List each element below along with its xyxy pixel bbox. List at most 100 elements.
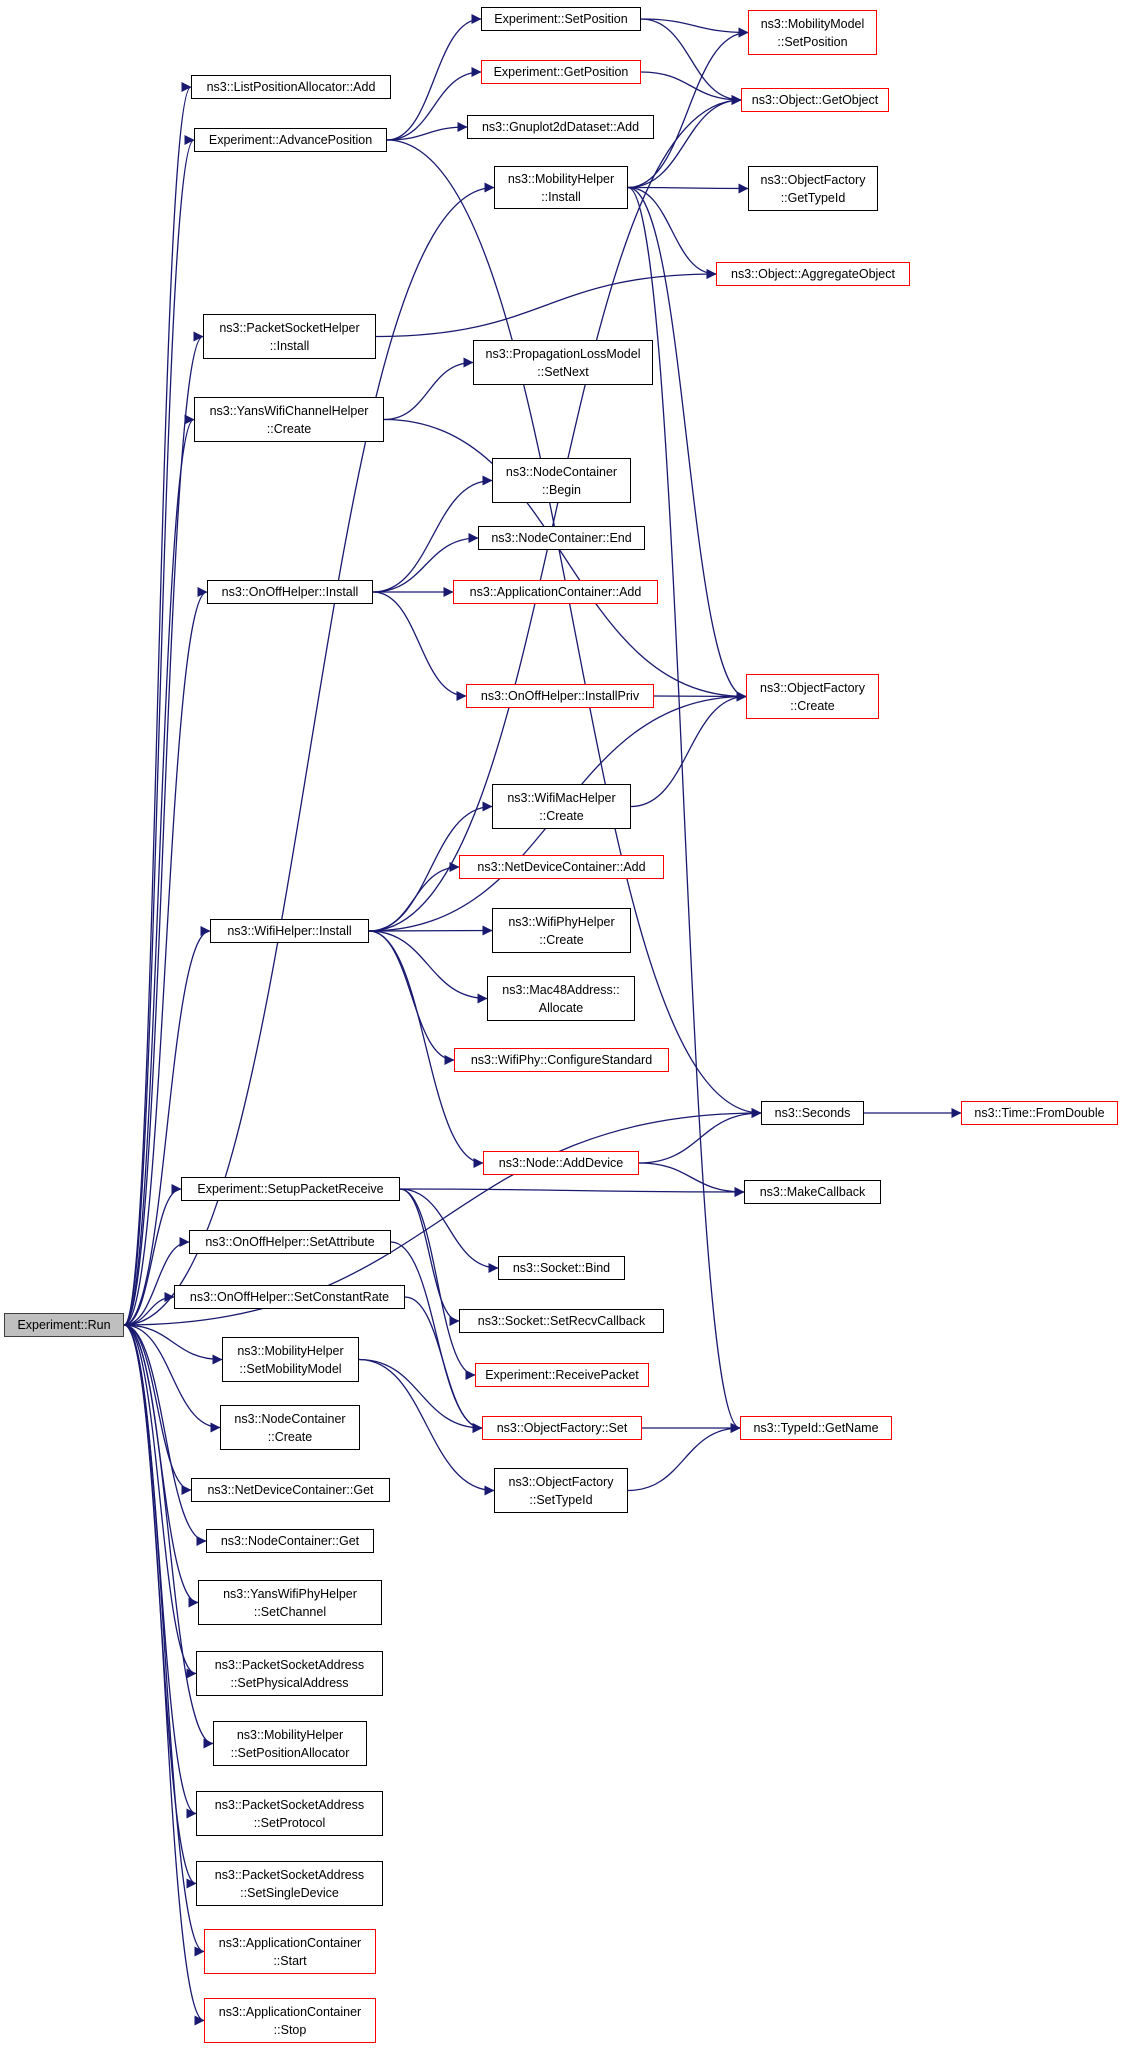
edge-wh-install-to-ndc-add [368, 862, 460, 932]
edge-ooh-setattr-to-of-set [390, 1241, 483, 1433]
node-run[interactable]: Experiment::Run [4, 1313, 124, 1337]
node-ac-stop[interactable]: ns3::ApplicationContainer ::Stop [204, 1998, 376, 2043]
node-ywph-setchannel[interactable]: ns3::YansWifiPhyHelper ::SetChannel [198, 1580, 382, 1625]
node-set-pos[interactable]: Experiment::SetPosition [481, 7, 641, 31]
node-ooh-setconst[interactable]: ns3::OnOffHelper::SetConstantRate [174, 1285, 405, 1309]
node-wph-create[interactable]: ns3::WifiPhyHelper ::Create [492, 908, 631, 953]
edge-wh-install-to-node-adddevice [368, 930, 484, 1168]
node-label: ns3::MobilityHelper ::SetPositionAllocat… [230, 1727, 350, 1760]
node-mm-setpos[interactable]: ns3::MobilityModel ::SetPosition [748, 10, 877, 55]
node-mh-setposalloc[interactable]: ns3::MobilityHelper ::SetPositionAllocat… [213, 1721, 367, 1766]
edge-of-settypeid-to-typeid-getname [627, 1423, 741, 1492]
node-label: ns3::MakeCallback [759, 1185, 866, 1199]
node-adv-pos[interactable]: Experiment::AdvancePosition [194, 128, 387, 152]
node-label: ns3::Socket::Bind [512, 1261, 611, 1275]
node-label: ns3::ApplicationContainer ::Stop [218, 2004, 362, 2037]
edge-ooh-setconst-to-of-set [404, 1296, 483, 1433]
node-of-settypeid[interactable]: ns3::ObjectFactory ::SetTypeId [494, 1468, 628, 1513]
node-makecallback[interactable]: ns3::MakeCallback [744, 1180, 881, 1204]
node-setup-recv[interactable]: Experiment::SetupPacketReceive [181, 1177, 400, 1201]
edge-run-to-adv-pos [123, 135, 195, 1326]
node-label: ns3::Time::FromDouble [974, 1106, 1105, 1120]
node-plm-setnext[interactable]: ns3::PropagationLossModel ::SetNext [473, 340, 653, 385]
node-label: Experiment::AdvancePosition [208, 133, 373, 147]
edge-setup-recv-to-socket-bind [399, 1188, 499, 1273]
node-recv-packet[interactable]: Experiment::ReceivePacket [475, 1363, 649, 1387]
node-ywch-create[interactable]: ns3::YansWifiChannelHelper ::Create [194, 397, 384, 442]
edge-run-to-psa-setphys [123, 1324, 197, 1679]
node-mh-install[interactable]: ns3::MobilityHelper ::Install [494, 166, 628, 209]
node-ooh-install[interactable]: ns3::OnOffHelper::Install [207, 580, 373, 604]
node-nc-begin[interactable]: ns3::NodeContainer ::Begin [492, 458, 631, 503]
node-time-fromdouble[interactable]: ns3::Time::FromDouble [961, 1101, 1118, 1125]
node-label: ns3::NetDeviceContainer::Get [207, 1483, 374, 1497]
node-psa-setproto[interactable]: ns3::PacketSocketAddress ::SetProtocol [196, 1791, 383, 1836]
node-label: ns3::WifiMacHelper ::Create [507, 790, 616, 823]
node-psa-setphys[interactable]: ns3::PacketSocketAddress ::SetPhysicalAd… [196, 1651, 383, 1696]
node-socket-bind[interactable]: ns3::Socket::Bind [498, 1256, 625, 1280]
edge-run-to-ooh-setattr [123, 1237, 190, 1326]
node-lpa-add[interactable]: ns3::ListPositionAllocator::Add [191, 75, 391, 99]
node-wmh-create[interactable]: ns3::WifiMacHelper ::Create [492, 784, 631, 829]
node-psa-setsingle[interactable]: ns3::PacketSocketAddress ::SetSingleDevi… [196, 1861, 383, 1906]
node-label: ns3::MobilityHelper ::SetMobilityModel [237, 1343, 344, 1376]
edge-node-adddevice-to-makecallback [638, 1162, 745, 1197]
node-obj-getobj[interactable]: ns3::Object::GetObject [741, 88, 889, 112]
edge-ooh-install-to-nc-begin [372, 475, 493, 593]
node-ac-add[interactable]: ns3::ApplicationContainer::Add [453, 580, 658, 604]
edge-mh-install-to-typeid-getname [627, 186, 741, 1433]
node-label: ns3::Gnuplot2dDataset::Add [481, 120, 640, 134]
edge-run-to-psh-install [123, 331, 204, 1326]
edge-run-to-ac-start [123, 1324, 205, 1957]
node-label: Experiment::Run [17, 1318, 111, 1332]
node-label: Experiment::ReceivePacket [485, 1368, 639, 1382]
edge-wh-install-to-wph-create [368, 925, 493, 936]
node-mh-setmobility[interactable]: ns3::MobilityHelper ::SetMobilityModel [222, 1337, 359, 1382]
edge-run-to-mh-install [123, 182, 495, 1326]
edge-node-adddevice-to-seconds [638, 1108, 762, 1164]
node-label: ns3::ApplicationContainer ::Start [218, 1935, 362, 1968]
node-label: ns3::MobilityHelper ::Install [507, 171, 615, 204]
node-wh-install[interactable]: ns3::WifiHelper::Install [210, 919, 369, 943]
node-node-adddevice[interactable]: ns3::Node::AddDevice [483, 1151, 639, 1175]
node-nc-get[interactable]: ns3::NodeContainer::Get [206, 1529, 374, 1553]
node-label: ns3::ObjectFactory ::GetTypeId [760, 172, 866, 205]
node-wp-configstd[interactable]: ns3::WifiPhy::ConfigureStandard [454, 1048, 669, 1072]
node-of-gettypeid[interactable]: ns3::ObjectFactory ::GetTypeId [748, 166, 878, 211]
node-label: ns3::OnOffHelper::Install [221, 585, 359, 599]
node-label: ns3::Object::GetObject [751, 93, 879, 107]
edge-mh-setmobility-to-of-settypeid [358, 1358, 495, 1496]
node-ac-start[interactable]: ns3::ApplicationContainer ::Start [204, 1929, 376, 1974]
node-ooh-installpriv[interactable]: ns3::OnOffHelper::InstallPriv [466, 684, 654, 708]
edge-run-to-lpa-add [123, 82, 192, 1326]
node-get-pos[interactable]: Experiment::GetPosition [481, 60, 641, 84]
node-ndc-get[interactable]: ns3::NetDeviceContainer::Get [191, 1478, 390, 1502]
node-ndc-add[interactable]: ns3::NetDeviceContainer::Add [459, 855, 664, 879]
node-gnuplot-add[interactable]: ns3::Gnuplot2dDataset::Add [467, 115, 654, 139]
node-label: ns3::PacketSocketHelper ::Install [219, 320, 360, 353]
node-psh-install[interactable]: ns3::PacketSocketHelper ::Install [203, 314, 376, 359]
node-socket-setrecv[interactable]: ns3::Socket::SetRecvCallback [459, 1309, 664, 1333]
node-typeid-getname[interactable]: ns3::TypeId::GetName [740, 1416, 892, 1440]
node-nc-end[interactable]: ns3::NodeContainer::End [478, 526, 645, 550]
node-of-set[interactable]: ns3::ObjectFactory::Set [482, 1416, 642, 1440]
node-mac48-alloc[interactable]: ns3::Mac48Address:: Allocate [487, 976, 635, 1021]
node-label: Experiment::GetPosition [493, 65, 629, 79]
node-label: ns3::PacketSocketAddress ::SetSingleDevi… [214, 1867, 365, 1900]
edge-wh-install-to-mac48-alloc [368, 930, 488, 1004]
node-nc-create[interactable]: ns3::NodeContainer ::Create [220, 1405, 360, 1450]
node-label: ns3::Node::AddDevice [498, 1156, 624, 1170]
edge-ooh-install-to-nc-end [372, 533, 479, 593]
edge-run-to-ooh-install [123, 587, 208, 1326]
edge-run-to-ooh-setconst [123, 1292, 175, 1326]
edge-setup-recv-to-makecallback [399, 1186, 745, 1197]
node-of-create[interactable]: ns3::ObjectFactory ::Create [746, 674, 879, 719]
node-label: ns3::PropagationLossModel ::SetNext [485, 346, 641, 379]
node-obj-aggregate[interactable]: ns3::Object::AggregateObject [716, 262, 910, 286]
node-label: ns3::WifiHelper::Install [227, 924, 352, 938]
node-label: ns3::ObjectFactory ::SetTypeId [508, 1474, 614, 1507]
node-ooh-setattr[interactable]: ns3::OnOffHelper::SetAttribute [189, 1230, 391, 1254]
node-label: ns3::ApplicationContainer::Add [469, 585, 642, 599]
edge-run-to-ac-stop [123, 1324, 205, 2026]
node-seconds[interactable]: ns3::Seconds [761, 1101, 864, 1125]
